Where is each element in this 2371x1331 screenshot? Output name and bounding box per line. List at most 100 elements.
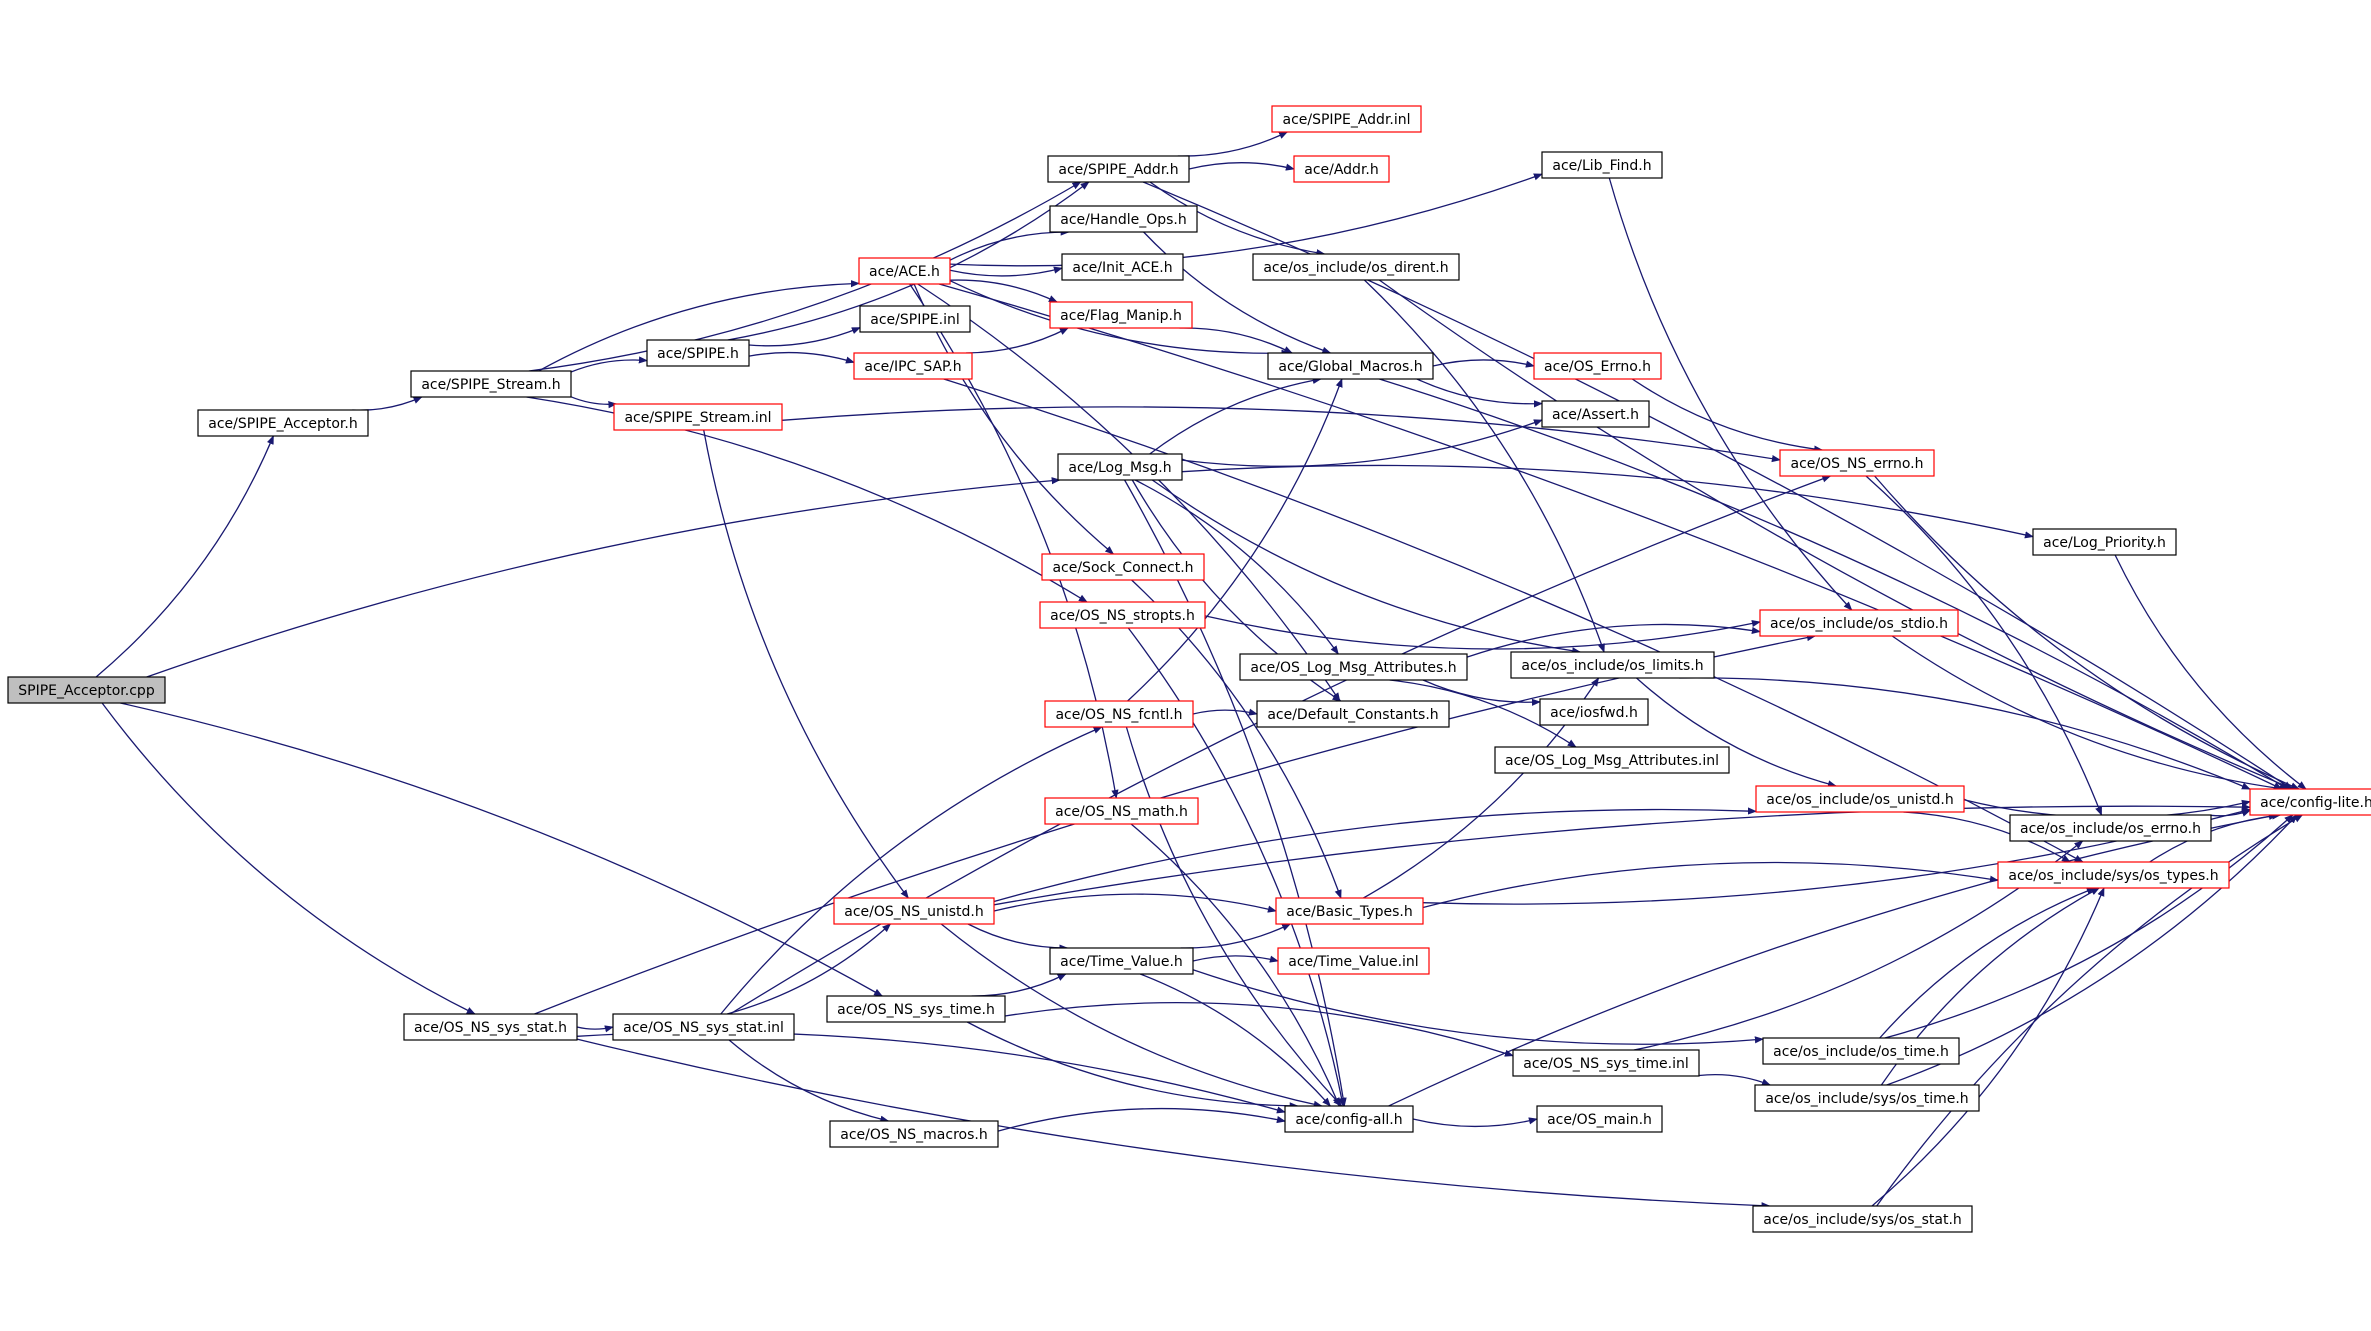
node-os-errno-h[interactable]: ace/OS_Errno.h	[1533, 352, 1662, 380]
edge-layer	[95, 131, 2307, 1210]
node-os-ns-math-h[interactable]: ace/OS_NS_math.h	[1044, 797, 1199, 825]
edge-os-dirent-h-to-config-lite-h	[1378, 279, 2295, 790]
node-sys-os-time-h[interactable]: ace/os_include/sys/os_time.h	[1754, 1084, 1980, 1112]
node-lib-find-h[interactable]: ace/Lib_Find.h	[1541, 151, 1663, 179]
node-os-ns-unistd-h[interactable]: ace/OS_NS_unistd.h	[833, 897, 995, 925]
edge-path	[570, 356, 648, 373]
node-os-ns-fcntl-h[interactable]: ace/OS_NS_fcntl.h	[1044, 700, 1194, 728]
node-label: ace/os_include/sys/os_stat.h	[1763, 1212, 1962, 1228]
node-init-ace-h[interactable]: ace/Init_ACE.h	[1061, 253, 1184, 281]
node-label: ace/os_include/os_stdio.h	[1770, 616, 1948, 632]
edge-path	[1422, 679, 1541, 706]
node-assert-h[interactable]: ace/Assert.h	[1541, 400, 1650, 428]
node-os-log-msg-attributes-inl[interactable]: ace/OS_Log_Msg_Attributes.inl	[1494, 746, 1730, 774]
node-box	[853, 352, 973, 380]
node-flag-manip-h[interactable]: ace/Flag_Manip.h	[1049, 301, 1193, 329]
node-label: ace/IPC_SAP.h	[864, 359, 961, 375]
node-config-lite-h[interactable]: ace/config-lite.h	[2249, 788, 2371, 816]
node-label: ace/os_include/sys/os_types.h	[2008, 868, 2218, 884]
node-spipe-addr-h[interactable]: ace/SPIPE_Addr.h	[1047, 155, 1190, 183]
node-os-unistd-h[interactable]: ace/os_include/os_unistd.h	[1755, 785, 1965, 813]
node-basic-types-h[interactable]: ace/Basic_Types.h	[1275, 897, 1424, 925]
node-iosfwd-h[interactable]: ace/iosfwd.h	[1539, 698, 1649, 726]
node-default-constants-h[interactable]: ace/Default_Constants.h	[1256, 700, 1450, 728]
edge-path	[993, 807, 1757, 903]
node-label: ace/SPIPE_Stream.inl	[624, 410, 771, 426]
node-spipe-stream-h[interactable]: ace/SPIPE_Stream.h	[410, 370, 572, 398]
node-box	[1494, 746, 1730, 774]
node-os-stdio-h[interactable]: ace/os_include/os_stdio.h	[1759, 609, 1959, 637]
edge-path	[938, 283, 2283, 790]
node-os-dirent-h[interactable]: ace/os_include/os_dirent.h	[1252, 253, 1460, 281]
node-box	[826, 995, 1006, 1023]
edge-path	[1422, 861, 1999, 909]
node-log-priority-h[interactable]: ace/Log_Priority.h	[2032, 528, 2177, 556]
node-sock-connect-h[interactable]: ace/Sock_Connect.h	[1041, 553, 1205, 581]
node-ipc-sap-h[interactable]: ace/IPC_SAP.h	[853, 352, 973, 380]
node-label: ace/os_include/sys/os_time.h	[1765, 1091, 1968, 1107]
node-ace-h[interactable]: ace/ACE.h	[858, 257, 951, 285]
node-os-ns-macros-h[interactable]: ace/OS_NS_macros.h	[829, 1120, 999, 1148]
node-os-time-h[interactable]: ace/os_include/os_time.h	[1762, 1037, 1960, 1065]
node-sys-os-types-h[interactable]: ace/os_include/sys/os_types.h	[1997, 861, 2230, 889]
node-spipe-acceptor-h[interactable]: ace/SPIPE_Acceptor.h	[197, 409, 369, 437]
node-sys-os-stat-h[interactable]: ace/os_include/sys/os_stat.h	[1752, 1205, 1973, 1233]
edge-ace-h-to-lib-find-h	[949, 173, 1543, 267]
node-time-value-inl[interactable]: ace/Time_Value.inl	[1277, 947, 1430, 975]
edge-path	[101, 702, 476, 1015]
edge-spipe-stream-h-to-os-ns-stropts-h	[526, 396, 1088, 603]
node-box	[646, 339, 750, 367]
edge-os-ns-unistd-h-to-config-all-h	[940, 923, 1323, 1108]
node-spipe-inl[interactable]: ace/SPIPE.inl	[859, 305, 971, 333]
node-box	[2032, 528, 2177, 556]
edge-path	[720, 726, 1103, 1015]
edge-path	[993, 893, 1277, 913]
node-addr-h[interactable]: ace/Addr.h	[1293, 155, 1390, 183]
node-log-msg-h[interactable]: ace/Log_Msg.h	[1057, 453, 1183, 481]
node-box	[1759, 609, 1959, 637]
node-os-main-h[interactable]: ace/OS_main.h	[1536, 1105, 1663, 1133]
edge-path	[1127, 378, 1343, 702]
node-os-ns-stropts-h[interactable]: ace/OS_NS_stropts.h	[1039, 601, 1206, 629]
node-os-limits-h[interactable]: ace/os_include/os_limits.h	[1510, 651, 1715, 679]
node-os-ns-sys-stat-h[interactable]: ace/OS_NS_sys_stat.h	[403, 1013, 578, 1041]
node-os-errno-h[interactable]: ace/os_include/os_errno.h	[2009, 814, 2212, 842]
node-os-ns-sys-stat-inl[interactable]: ace/OS_NS_sys_stat.inl	[612, 1013, 795, 1041]
node-global-macros-h[interactable]: ace/Global_Macros.h	[1267, 352, 1434, 380]
node-box	[1539, 698, 1649, 726]
node-spipe-stream-inl[interactable]: ace/SPIPE_Stream.inl	[613, 403, 783, 431]
edge-path	[1412, 1117, 1538, 1128]
edge-ipc-sap-h-to-flag-manip-h	[965, 327, 1069, 354]
edge-path	[949, 280, 1291, 357]
node-os-log-msg-attributes-h[interactable]: ace/OS_Log_Msg_Attributes.h	[1239, 653, 1468, 681]
node-label: SPIPE_Acceptor.cpp	[18, 683, 155, 699]
node-box	[1752, 1205, 1973, 1233]
edge-path	[1181, 419, 1543, 467]
edge-path	[1125, 726, 1343, 1107]
node-box	[859, 305, 971, 333]
node-label: ace/Addr.h	[1304, 162, 1379, 178]
node-os-ns-sys-time-inl[interactable]: ace/OS_NS_sys_time.inl	[1512, 1049, 1700, 1077]
edge-os-ns-unistd-h-to-basic-types-h	[993, 893, 1277, 913]
edge-path	[1363, 279, 1605, 653]
node-handle-ops-h[interactable]: ace/Handle_Ops.h	[1049, 205, 1198, 233]
edge-os-log-msg-attributes-h-to-os-stdio-h	[1466, 623, 1761, 658]
node-box	[1275, 897, 1424, 925]
edge-path	[728, 1039, 890, 1123]
node-label: ace/os_include/os_time.h	[1773, 1044, 1949, 1060]
node-os-ns-errno-h[interactable]: ace/OS_NS_errno.h	[1779, 449, 1935, 477]
node-spipe-addr-inl[interactable]: ace/SPIPE_Addr.inl	[1271, 105, 1422, 133]
node-box	[1239, 653, 1468, 681]
edge-os-stdio-h-to-config-lite-h	[1891, 635, 2285, 792]
node-spipe-h[interactable]: ace/SPIPE.h	[646, 339, 750, 367]
edge-path	[146, 477, 1061, 678]
node-time-value-h[interactable]: ace/Time_Value.h	[1049, 947, 1194, 975]
node-os-ns-sys-time-h[interactable]: ace/OS_NS_sys_time.h	[826, 995, 1006, 1023]
node-label: ace/os_include/os_dirent.h	[1263, 260, 1448, 276]
edge-path	[1192, 955, 1279, 963]
node-spipe-acceptor-cpp[interactable]: SPIPE_Acceptor.cpp	[7, 676, 166, 704]
node-config-all-h[interactable]: ace/config-all.h	[1284, 1105, 1414, 1133]
node-box	[410, 370, 572, 398]
edge-global-macros-h-to-assert-h	[1416, 378, 1543, 408]
edge-path	[1884, 814, 2294, 1039]
